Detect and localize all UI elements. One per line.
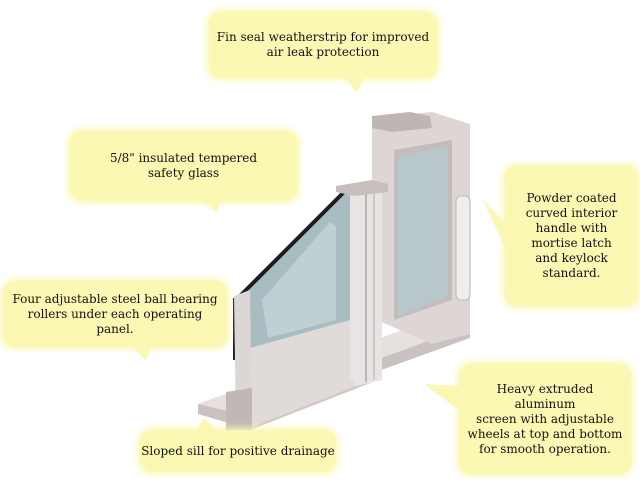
handle-text-line1: Powder coated [526, 191, 617, 205]
handle-text-line3: handle with [535, 221, 608, 235]
screen-pointer [424, 384, 461, 412]
glass-text-line2: safety glass [147, 166, 220, 180]
weatherstrip-callout: Fin seal weatherstrip for improved air l… [209, 12, 437, 78]
handle-pointer [482, 198, 506, 250]
weatherstrip-text-line2: air leak protection [266, 45, 380, 59]
front-frame-lower-face [250, 300, 376, 428]
rollers-text-line2: rollers under each operating panel. [27, 306, 203, 336]
front-edge-shadow [226, 388, 252, 432]
screen-callout: Heavy extruded aluminum screen with adju… [459, 364, 631, 474]
glass-text-line1: 5/8" insulated tempered [109, 151, 258, 165]
weatherstrip-text-line1: Fin seal weatherstrip for improved [216, 30, 430, 44]
handle-callout: Powder coated curved interior handle wit… [505, 166, 638, 306]
glass-pointer [200, 199, 222, 212]
rollers-pointer [130, 345, 152, 360]
rollers-callout: Four adjustable steel ball bearing rolle… [3, 281, 227, 347]
front-frame-top [336, 180, 388, 196]
weatherstrip-pointer [344, 76, 366, 92]
handle-text-line5: and keylock [535, 251, 608, 265]
handle-shape [455, 195, 471, 301]
rollers-text-line1: Four adjustable steel ball bearing [12, 291, 218, 306]
glass-sheen [262, 222, 336, 338]
sill-pointer [196, 418, 218, 432]
screen-text-line2: screen with adjustable [476, 411, 614, 426]
rear-frame-top-profile [372, 112, 432, 132]
sill-callout: Sloped sill for positive drainage [140, 430, 336, 472]
glass-callout: 5/8" insulated tempered safety glass [70, 131, 297, 201]
handle-text-line4: mortise latch [531, 236, 612, 250]
screen-text-line1: Heavy extruded aluminum [496, 381, 594, 411]
screen-text-line3: wheels at top and bottom [467, 426, 623, 441]
screen-text-line4: for smooth operation. [479, 441, 611, 456]
handle-text-line6: standard. [542, 266, 601, 280]
rear-glass [398, 146, 448, 316]
sill-text-line1: Sloped sill for positive drainage [141, 443, 335, 458]
handle-text-line2: curved interior [525, 206, 618, 220]
